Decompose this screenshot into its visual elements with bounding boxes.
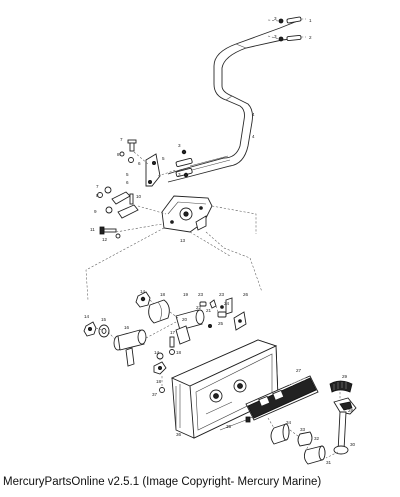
callout-37: 37 [152,392,158,397]
callout-31: 31 [326,460,332,465]
callout-18: 18 [156,379,162,384]
callout-24: 24 [224,301,230,306]
callout-33: 33 [300,427,306,432]
callout-30: 30 [350,442,356,447]
callout-14: 14 [140,289,146,294]
callout-18: 18 [160,292,166,297]
callout-11: 11 [90,227,95,232]
callout-3: 3 [178,143,181,148]
image-caption: MercuryPartsOnline v2.5.1 (Image Copyrig… [3,476,322,488]
callout-16: 16 [124,325,130,330]
callout-17: 17 [170,330,176,335]
callout-29: 29 [342,374,348,379]
callout-22: 22 [196,305,202,310]
callout-26: 26 [243,292,249,297]
callout-7: 7 [120,137,123,142]
callout-3: 3 [178,172,181,177]
callout-10: 10 [136,194,142,199]
brand-mark-text: Quicksilver [289,376,308,387]
callout-6: 6 [126,180,129,185]
upper-linkage [85,139,263,301]
callout-4: 4 [252,134,255,139]
callout-14: 14 [154,350,160,355]
callout-13: 13 [180,238,186,243]
callout-36: 36 [176,432,182,437]
control-box-housing [170,339,279,439]
cable-end-fittings [267,16,306,42]
callout-18: 18 [176,350,182,355]
callout-5: 5 [126,172,129,177]
callout-35: 35 [226,424,232,429]
callout-4: 4 [252,112,255,117]
callout-27: 27 [296,368,302,373]
control-handle [267,380,357,465]
callout-23: 23 [198,292,204,297]
callout-6: 6 [138,161,141,166]
callout-15: 15 [101,317,107,322]
callout-12: 12 [102,237,108,242]
face-plate: Quicksilver [245,375,319,421]
callout-19: 19 [183,292,189,297]
callout-3: 3 [274,34,277,39]
callout-21: 21 [206,308,212,313]
callout-8: 8 [96,193,99,198]
callout-32: 32 [314,436,320,441]
cable-ends-left [175,149,193,178]
callout-9: 9 [94,209,97,214]
callout-8: 8 [117,152,120,157]
control-cables [167,19,301,183]
lower-linkage-parts [83,291,247,393]
callout-20: 20 [182,317,188,322]
callout-14: 14 [84,314,90,319]
callout-1: 1 [309,18,312,23]
callout-7: 7 [96,184,99,189]
callout-28: 28 [348,408,354,413]
callout-23: 23 [219,292,225,297]
callout-2: 2 [309,35,312,40]
callout-3: 3 [274,16,277,21]
callout-25: 25 [218,321,224,326]
callout-5: 5 [162,156,165,161]
callout-labels: 3 1 3 2 4 4 7 8 3 3 5 6 5 6 7 8 10 9 11 … [84,16,356,465]
callout-34: 34 [286,420,292,425]
